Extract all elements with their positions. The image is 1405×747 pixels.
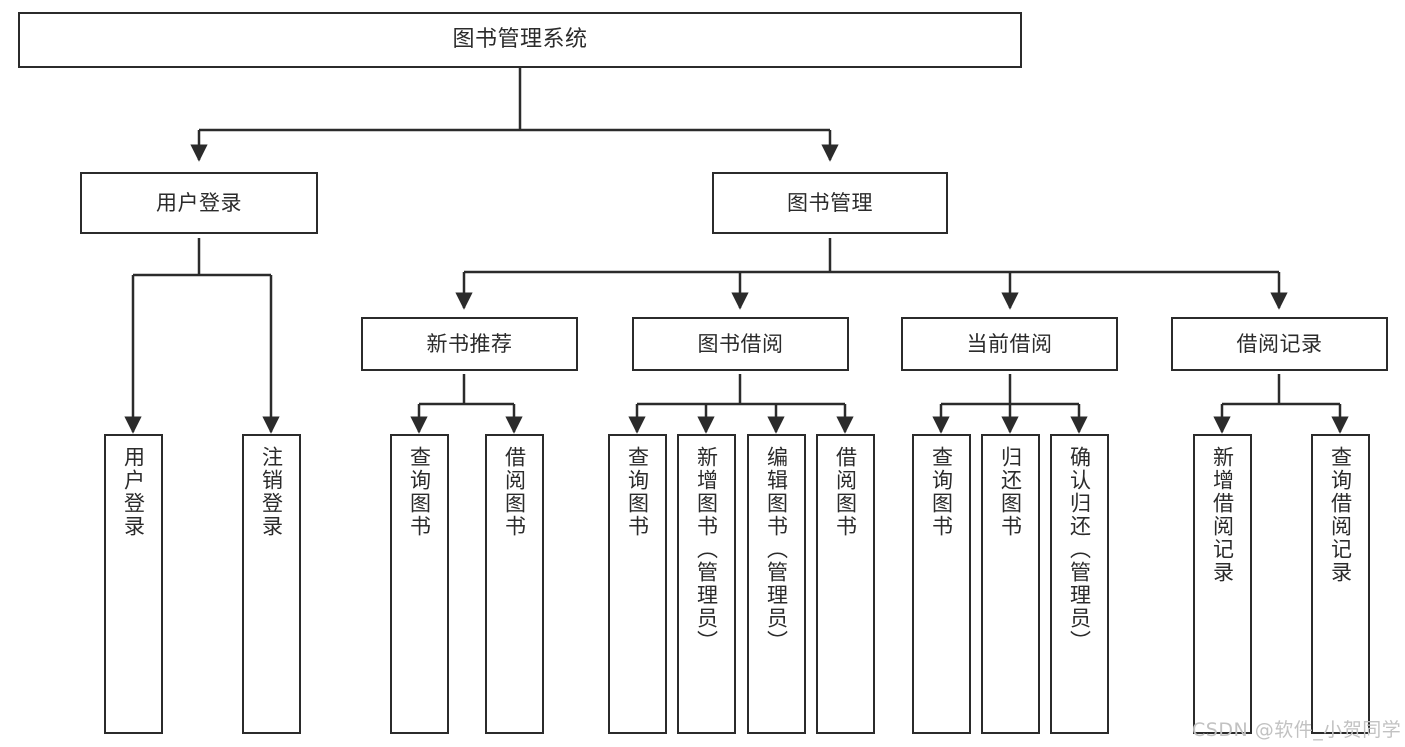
leaf-query-book-2[interactable]: 查询图书 — [608, 434, 667, 734]
node-book-borrow[interactable]: 图书借阅 — [632, 317, 849, 371]
node-book-management[interactable]: 图书管理 — [712, 172, 948, 234]
watermark: CSDN @软件_小贺同学 — [1192, 719, 1402, 741]
node-book-borrow-label: 图书借阅 — [697, 331, 784, 356]
node-current-borrow-label: 当前借阅 — [966, 331, 1053, 356]
leaf-add-book[interactable]: 新增图书（管理员） — [677, 434, 736, 734]
leaf-query-book-2-label: 查询图书 — [625, 446, 650, 538]
leaf-query-record[interactable]: 查询借阅记录 — [1311, 434, 1370, 734]
node-root[interactable]: 图书管理系统 — [18, 12, 1022, 68]
node-user-login[interactable]: 用户登录 — [80, 172, 318, 234]
leaf-return-book[interactable]: 归还图书 — [981, 434, 1040, 734]
leaf-logout-login-label: 注销登录 — [259, 446, 284, 538]
leaf-user-login-label: 用户登录 — [121, 446, 146, 538]
node-book-management-label: 图书管理 — [787, 190, 873, 215]
leaf-query-book-3-label: 查询图书 — [929, 446, 954, 538]
node-user-login-label: 用户登录 — [156, 190, 242, 215]
leaf-add-book-label: 新增图书（管理员） — [694, 446, 719, 653]
leaf-return-book-label: 归还图书 — [998, 446, 1023, 538]
leaf-borrow-book-1-label: 借阅图书 — [502, 446, 527, 538]
node-borrow-record[interactable]: 借阅记录 — [1171, 317, 1388, 371]
node-root-label: 图书管理系统 — [452, 27, 588, 53]
node-borrow-record-label: 借阅记录 — [1236, 331, 1323, 356]
leaf-add-record-label: 新增借阅记录 — [1210, 446, 1235, 584]
leaf-confirm-return-label: 确认归还（管理员） — [1067, 446, 1092, 653]
node-new-book-recommend[interactable]: 新书推荐 — [361, 317, 578, 371]
leaf-query-book-1[interactable]: 查询图书 — [390, 434, 449, 734]
leaf-query-book-3[interactable]: 查询图书 — [912, 434, 971, 734]
leaf-user-login[interactable]: 用户登录 — [104, 434, 163, 734]
leaf-borrow-book-2[interactable]: 借阅图书 — [816, 434, 875, 734]
node-new-book-recommend-label: 新书推荐 — [426, 331, 513, 356]
leaf-borrow-book-2-label: 借阅图书 — [833, 446, 858, 538]
leaf-add-record[interactable]: 新增借阅记录 — [1193, 434, 1252, 734]
leaf-borrow-book-1[interactable]: 借阅图书 — [485, 434, 544, 734]
leaf-edit-book[interactable]: 编辑图书（管理员） — [747, 434, 806, 734]
node-current-borrow[interactable]: 当前借阅 — [901, 317, 1118, 371]
leaf-query-record-label: 查询借阅记录 — [1328, 446, 1353, 584]
leaf-edit-book-label: 编辑图书（管理员） — [764, 446, 789, 653]
leaf-logout-login[interactable]: 注销登录 — [242, 434, 301, 734]
leaf-confirm-return[interactable]: 确认归还（管理员） — [1050, 434, 1109, 734]
leaf-query-book-1-label: 查询图书 — [407, 446, 432, 538]
